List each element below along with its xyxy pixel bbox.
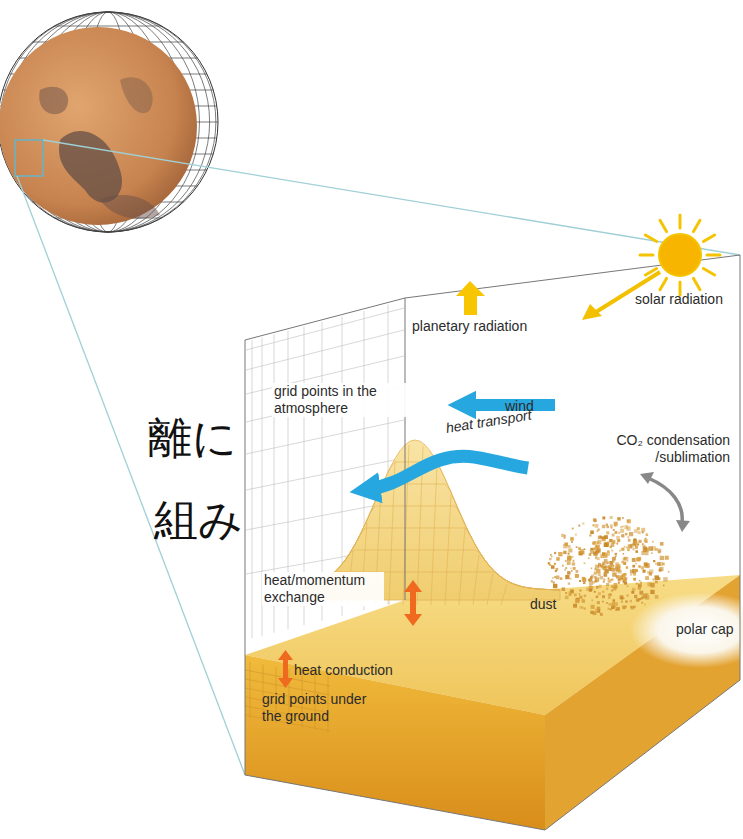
grid-label: grid points in the atmosphere [272,383,406,417]
exchange-label: heat/momentum exchange [262,572,384,606]
radiation-label: solar radiation [635,291,723,308]
dust-label: dust [530,596,556,613]
condensation-label: CO₂ condensation /sublimation [598,432,730,466]
conduction-label: heat conduction [294,662,393,679]
transport-label: heat transport [445,407,533,437]
japanese-fragment: 離に [148,412,237,464]
japanese-fragment: 組み [154,494,243,546]
grid-label: grid points under the ground [262,691,382,725]
cap-label: polar cap [676,621,734,638]
radiation-label: planetary radiation [410,318,529,335]
